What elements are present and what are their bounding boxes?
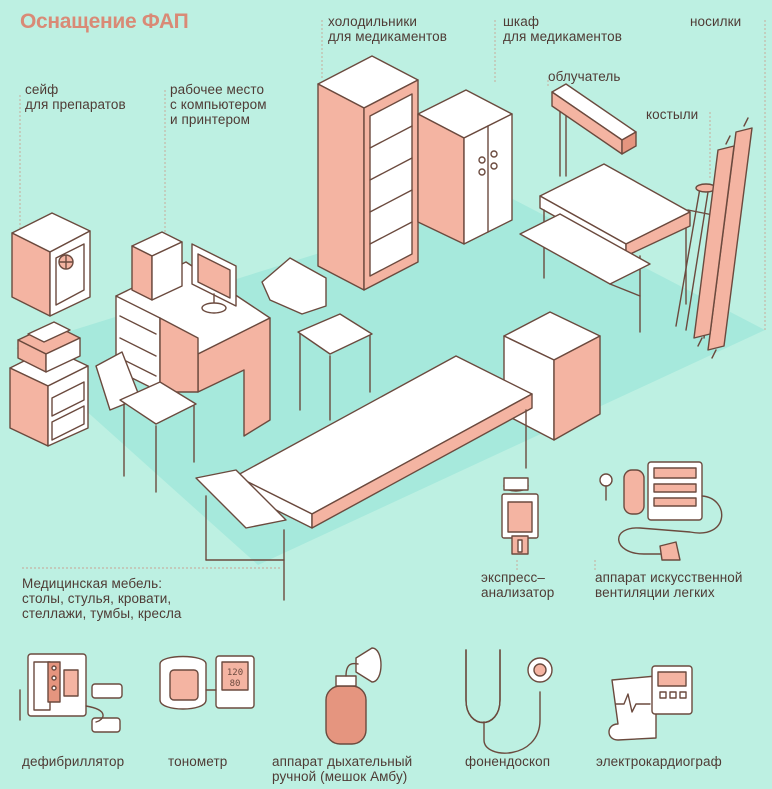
label-ecg: электрокардиограф <box>596 754 722 769</box>
tonometer-icon: 120 80 <box>159 655 255 710</box>
label-cabinet: шкаф для медикаментов <box>503 14 622 44</box>
defibrillator-icon <box>19 653 123 733</box>
label-ventilator: аппарат искусственной вентиляции легких <box>595 570 743 600</box>
label-irradiator: облучатель <box>548 69 621 84</box>
label-tonometer: тонометр <box>168 754 228 769</box>
stretcher <box>693 117 753 359</box>
bedside-cabinet <box>503 311 601 441</box>
chair-right <box>261 257 373 421</box>
floor-area <box>16 195 765 565</box>
printer-drawer-unit <box>9 321 89 447</box>
label-analyzer: экспресс– анализатор <box>481 570 555 600</box>
label-stethoscope: фонендоскоп <box>465 754 551 769</box>
stethoscope-icon <box>465 649 553 754</box>
fridge-cabinet <box>317 55 419 291</box>
ecg-icon <box>608 665 693 741</box>
medical-couch <box>195 355 533 601</box>
tonometer-display-bottom: 80 <box>230 679 241 689</box>
label-fridge: холодильники для медикаментов <box>328 14 447 44</box>
label-defibrillator: дефибриллятор <box>22 754 125 769</box>
label-furniture: Медицинская мебель: столы, стулья, крова… <box>22 576 182 621</box>
tonometer-display-top: 120 <box>227 668 243 678</box>
ambu-bag-icon <box>325 647 382 745</box>
chair-left <box>95 351 197 493</box>
safe-illustration <box>11 212 91 317</box>
express-analyzer-icon <box>501 477 539 555</box>
medicine-cabinet <box>417 89 513 245</box>
leader-lines <box>19 20 766 570</box>
ventilator-icon <box>599 461 723 561</box>
label-safe: сейф для препаратов <box>25 82 126 112</box>
irradiator-lamp <box>551 83 637 177</box>
label-stretcher: носилки <box>690 14 742 29</box>
page-title: Оснащение ФАП <box>20 10 189 33</box>
label-crutches: костыли <box>646 107 699 122</box>
label-workplace: рабочее место с компьютером и принтером <box>170 82 267 127</box>
label-ambu: аппарат дыхательный ручной (мешок Амбу) <box>272 754 413 784</box>
